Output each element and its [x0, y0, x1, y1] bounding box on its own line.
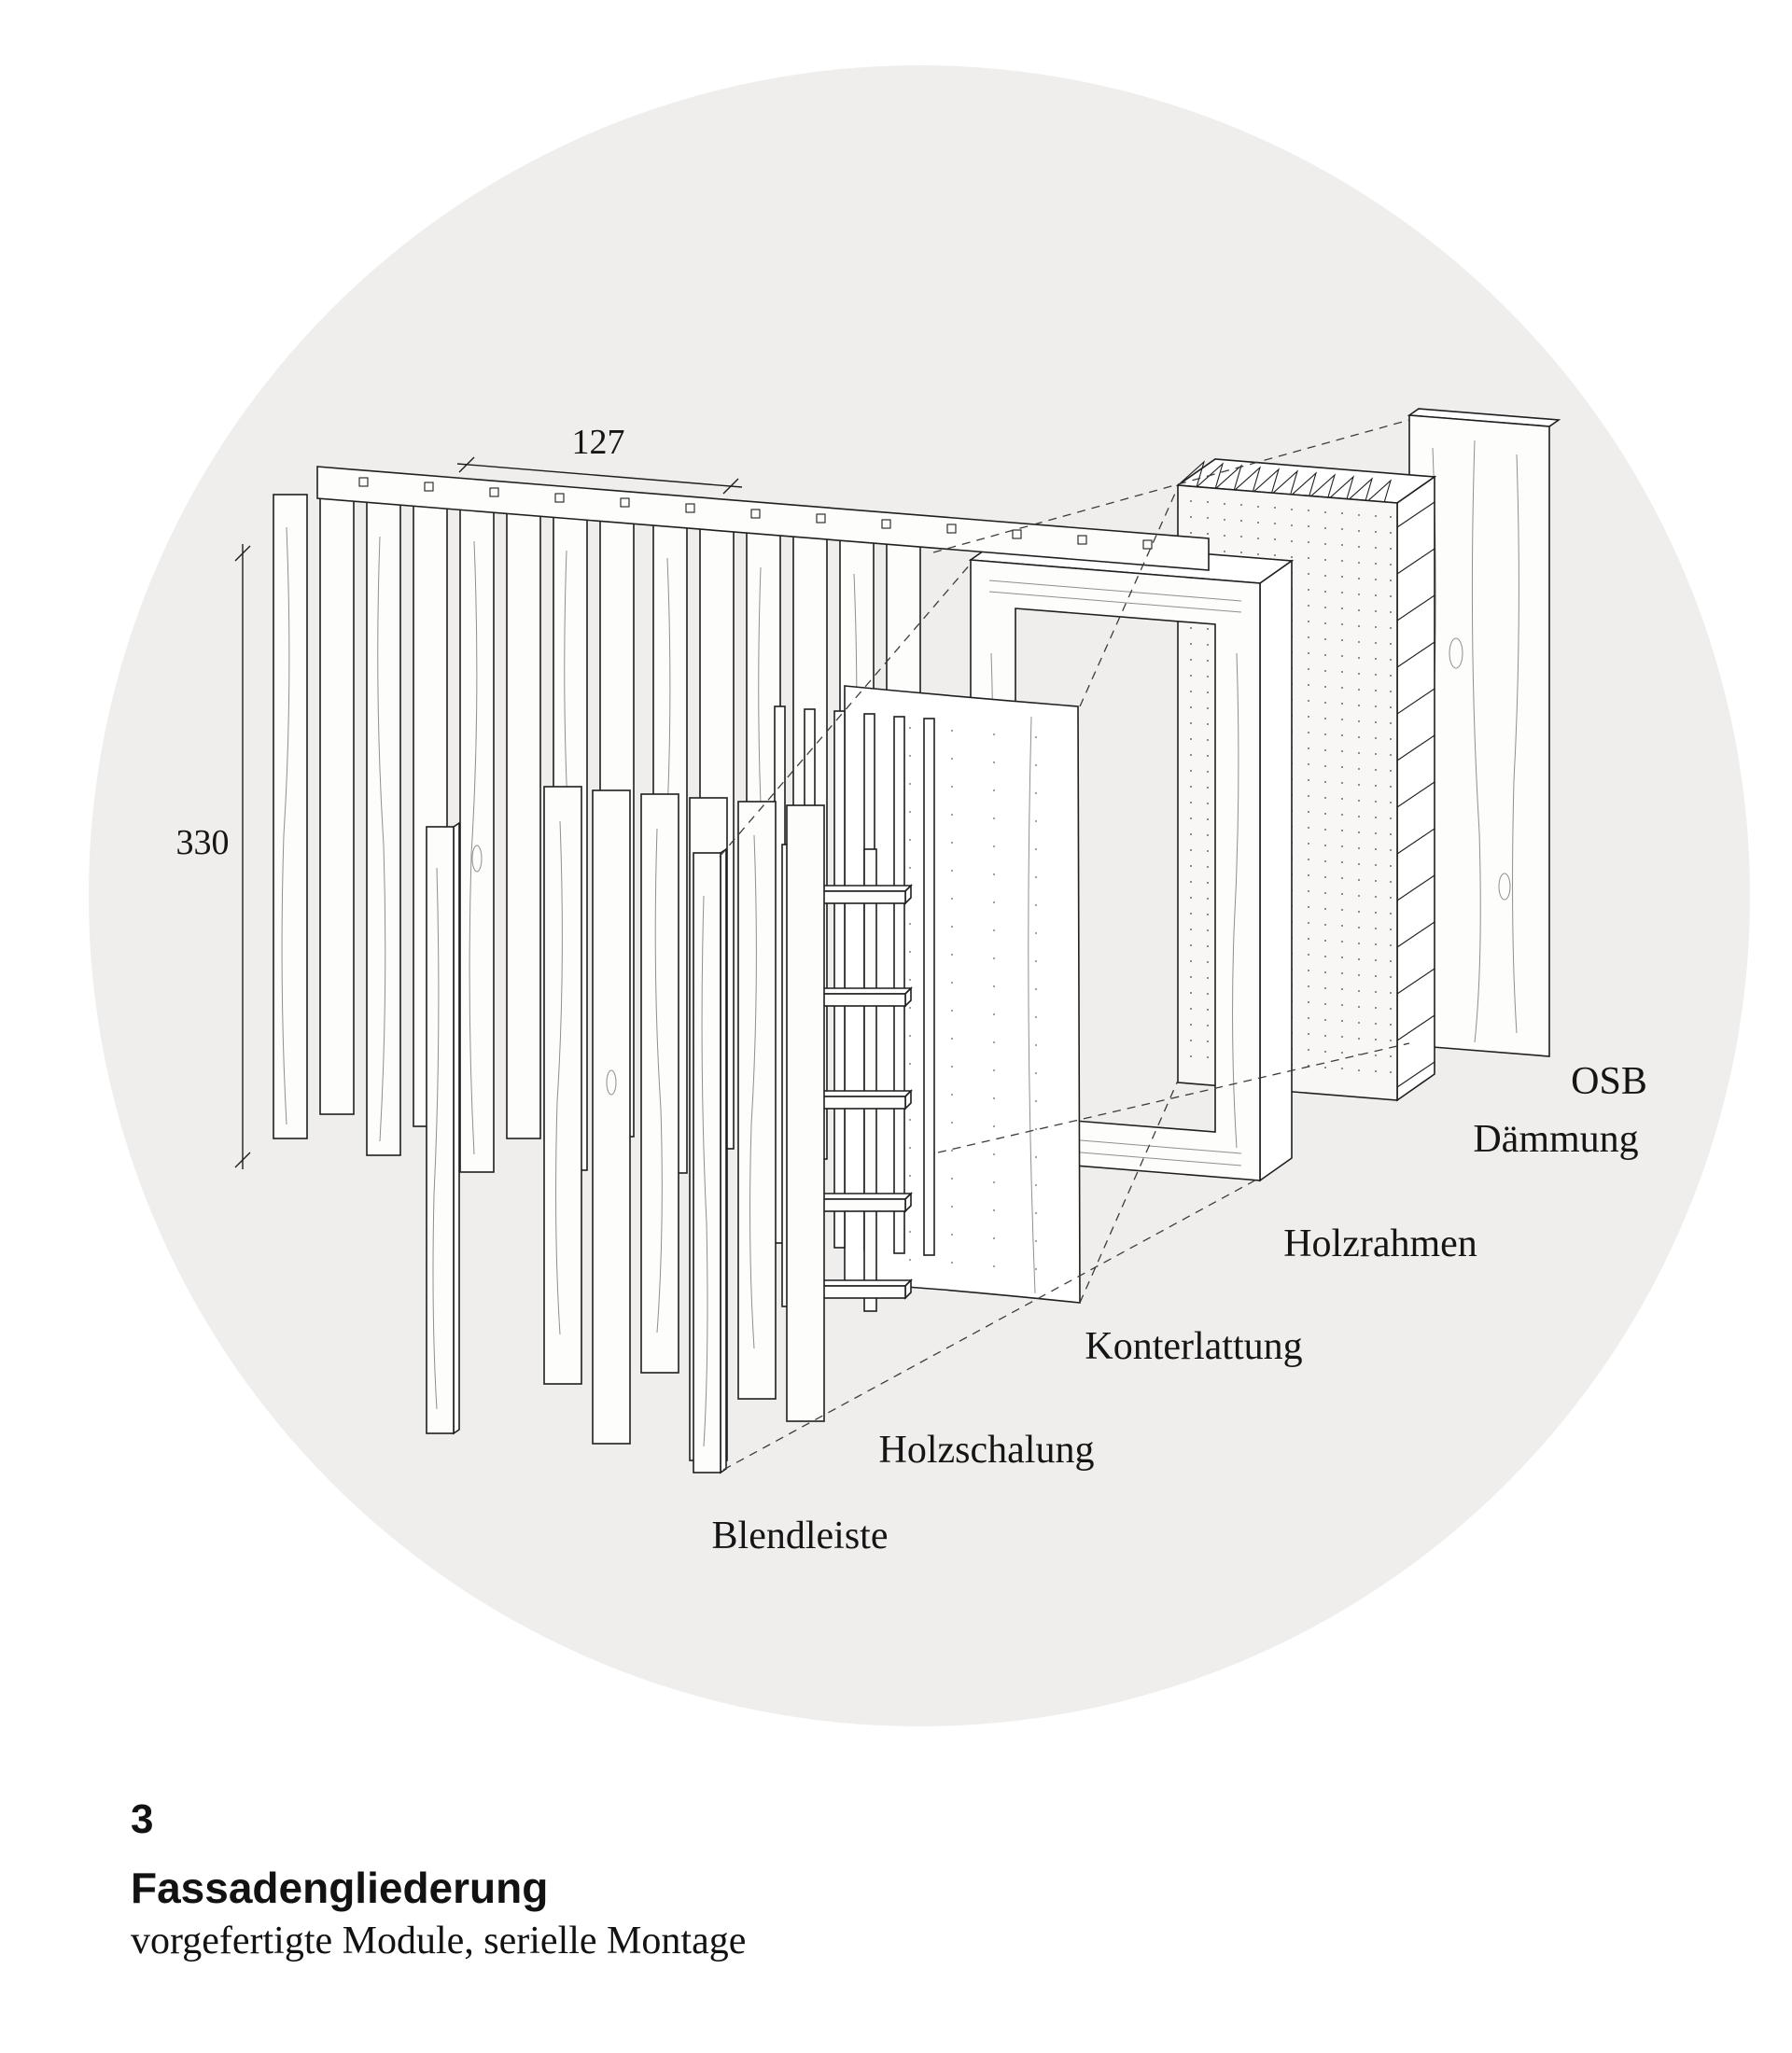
- ladder-rail: [863, 848, 877, 1312]
- batten: [833, 710, 846, 1249]
- figure-number: 3: [131, 1796, 154, 1842]
- label-daemmung: Dämmung: [1473, 1118, 1638, 1161]
- batten: [923, 718, 935, 1256]
- dimension-width-value: 127: [572, 423, 625, 462]
- plank: [640, 793, 679, 1374]
- dashed-projection-lines: [719, 419, 1410, 1471]
- figure-subtitle: vorgefertigte Module, serielle Montage: [131, 1919, 747, 1962]
- dimension-height-value: 330: [176, 823, 230, 862]
- figure-caption: 3 Fassadengliederung vorgefertigte Modul…: [131, 1799, 746, 1964]
- top-rail: [316, 466, 1210, 571]
- cover-strip: [426, 826, 455, 1434]
- figure-title: Fassadengliederung: [131, 1864, 549, 1912]
- label-blendleiste: Blendleiste: [712, 1515, 889, 1557]
- plank: [786, 804, 825, 1422]
- plank: [273, 494, 308, 1139]
- plank: [319, 497, 355, 1115]
- label-holzrahmen: Holzrahmen: [1283, 1222, 1477, 1265]
- plank: [543, 786, 582, 1385]
- plank: [737, 801, 777, 1400]
- label-osb: OSB: [1571, 1060, 1647, 1103]
- cover-strips: [426, 821, 727, 1474]
- plank: [592, 789, 631, 1445]
- dimension-width: 127: [456, 423, 743, 495]
- plank: [506, 512, 541, 1139]
- dimension-height: 330: [176, 544, 251, 1169]
- plank: [459, 509, 495, 1173]
- label-holzschalung: Holzschalung: [879, 1429, 1095, 1472]
- batten: [893, 716, 905, 1254]
- wood-cladding: [543, 786, 825, 1461]
- label-konterlattung: Konterlattung: [1085, 1325, 1302, 1368]
